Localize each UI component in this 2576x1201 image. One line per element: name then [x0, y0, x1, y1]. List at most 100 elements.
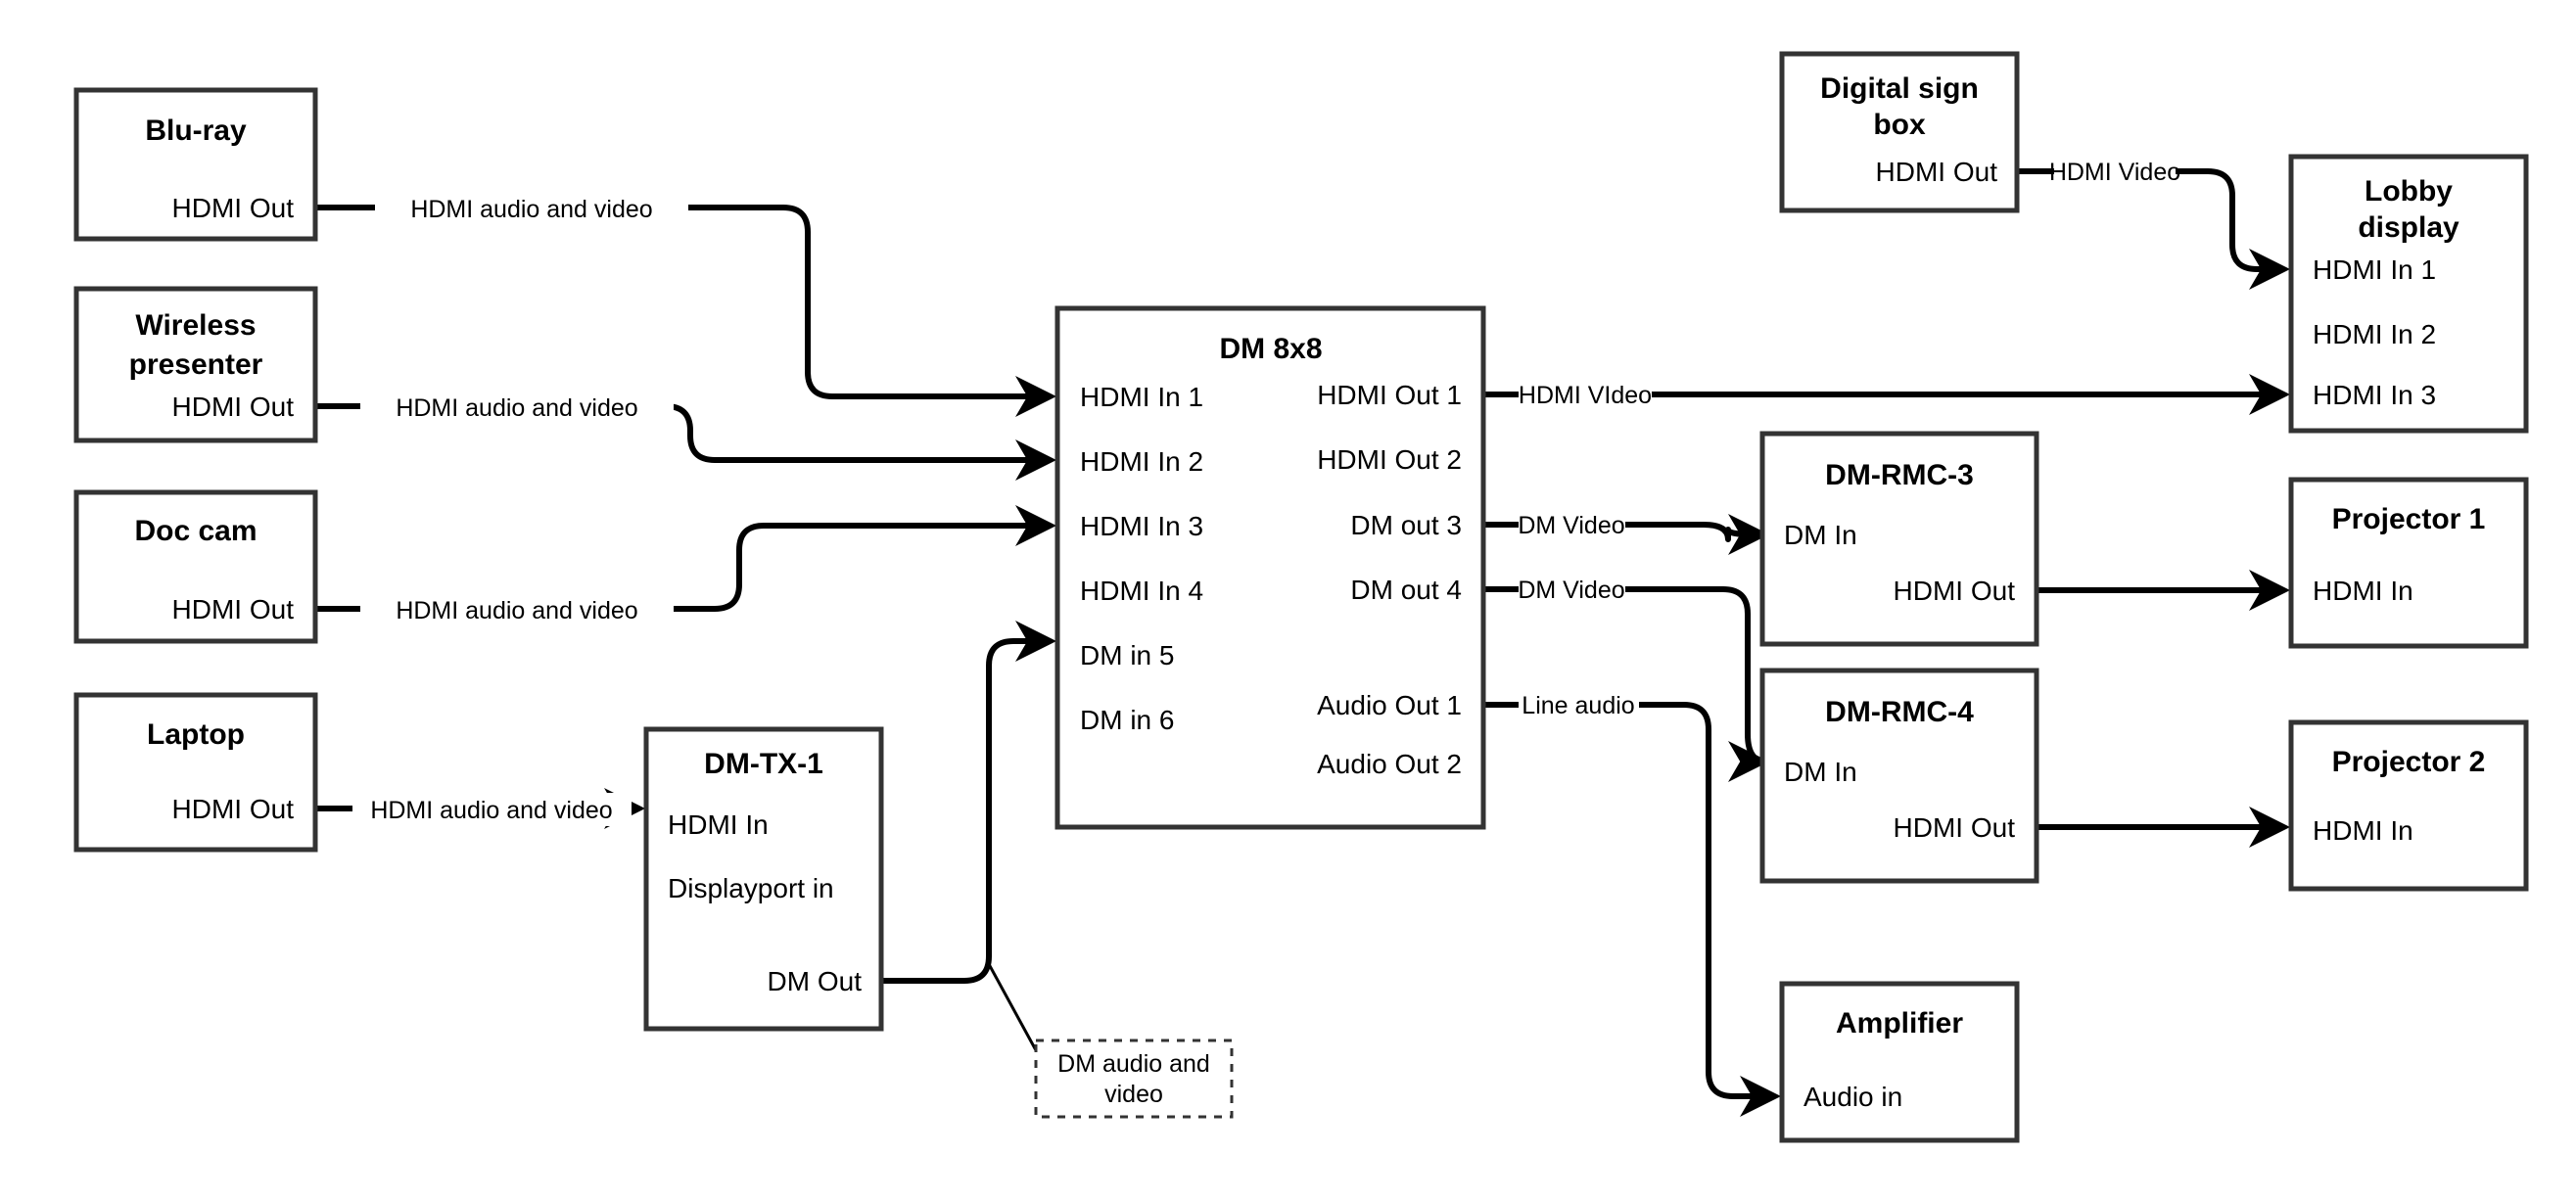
- dm-8x8-port-dm-in-6: DM in 6: [1080, 705, 1174, 735]
- edge-label-dmout4: DM Video: [1518, 574, 1625, 605]
- blu-ray-title: Blu-ray: [145, 115, 247, 147]
- edge-label-dmout1-text: HDMI VIdeo: [1519, 382, 1652, 409]
- dm-rmc-4-box[interactable]: [1759, 668, 2039, 884]
- lobby-display-box[interactable]: [2288, 154, 2529, 434]
- wireless-presenter-box[interactable]: [73, 286, 318, 443]
- note-box: [1034, 1039, 1234, 1119]
- wire-dmout4-to-rmc4: [1483, 586, 1762, 762]
- edge-label-dmout3: DM Video: [1518, 509, 1625, 540]
- wireless-presenter-title-line2: presenter: [129, 348, 263, 381]
- dm-8x8-port-hdmi-in-1: HDMI In 1: [1080, 382, 1203, 412]
- dm-8x8-port-hdmi-in-2: HDMI In 2: [1080, 446, 1203, 477]
- note-line-1: DM audio and: [1057, 1050, 1210, 1078]
- edge-label-signbox: HDMI Video: [2049, 156, 2180, 187]
- dm-tx-1-title: DM-TX-1: [704, 748, 823, 780]
- edge-label-audioout1: Line audio: [1519, 689, 1639, 720]
- blu-ray-port-hdmi-out: HDMI Out: [172, 193, 295, 223]
- node-dm-8x8[interactable]: DM 8x8 HDMI In 1 HDMI In 2 HDMI In 3 HDM…: [1054, 305, 1486, 830]
- node-laptop[interactable]: Laptop HDMI Out: [73, 692, 318, 853]
- digital-sign-box-box[interactable]: [1779, 51, 2020, 213]
- dm-tx-1-box[interactable]: [643, 726, 884, 1032]
- dm-tx-1-port-displayport-in: Displayport in: [668, 873, 834, 903]
- dm-tx-1-port-hdmi-in: HDMI In: [668, 809, 769, 840]
- amplifier-box[interactable]: [1779, 981, 2020, 1143]
- node-dm-tx-1[interactable]: DM-TX-1 HDMI In Displayport in DM Out: [643, 726, 884, 1032]
- dm-8x8-title: DM 8x8: [1219, 333, 1322, 365]
- dm-8x8-port-hdmi-out-1: HDMI Out 1: [1317, 380, 1462, 410]
- dm-rmc-3-box[interactable]: [1759, 431, 2039, 647]
- dm-rmc-3-title: DM-RMC-3: [1825, 459, 1974, 491]
- node-dm-rmc-4[interactable]: DM-RMC-4 DM In HDMI Out: [1759, 668, 2039, 884]
- wireless-presenter-port-hdmi-out: HDMI Out: [172, 392, 295, 422]
- edge-label-dmout4-text: DM Video: [1518, 577, 1624, 604]
- projector-2-box[interactable]: [2288, 719, 2529, 892]
- projector-1-port-hdmi-in: HDMI In: [2313, 576, 2413, 606]
- dm-rmc-3-port-hdmi-out: HDMI Out: [1894, 576, 2016, 606]
- dm-8x8-port-hdmi-in-4: HDMI In 4: [1080, 576, 1203, 606]
- digital-sign-box-port-hdmi-out: HDMI Out: [1876, 157, 1998, 187]
- node-projector-2[interactable]: Projector 2 HDMI In: [2288, 719, 2529, 892]
- doc-cam-box[interactable]: [73, 489, 318, 644]
- edge-label-signbox-text: HDMI Video: [2049, 159, 2180, 186]
- dm-rmc-4-port-hdmi-out: HDMI Out: [1894, 812, 2016, 843]
- dm-8x8-port-dm-in-5: DM in 5: [1080, 640, 1174, 670]
- dm-8x8-port-dm-out-4: DM out 4: [1350, 575, 1462, 605]
- node-doc-cam[interactable]: Doc cam HDMI Out: [73, 489, 318, 644]
- lobby-display-port-hdmi-in-1: HDMI In 1: [2313, 254, 2436, 285]
- doc-cam-title: Doc cam: [134, 515, 257, 547]
- node-digital-sign-box[interactable]: Digital sign box HDMI Out: [1779, 51, 2020, 213]
- dm-8x8-box[interactable]: [1054, 305, 1486, 830]
- node-amplifier[interactable]: Amplifier Audio in: [1779, 981, 2020, 1143]
- lobby-display-port-hdmi-in-2: HDMI In 2: [2313, 319, 2436, 349]
- blu-ray-box[interactable]: [73, 87, 318, 242]
- dm-8x8-port-audio-out-2: Audio Out 2: [1317, 749, 1462, 779]
- wire-dmtx1-to-dm8x8: [881, 621, 1056, 984]
- dm-8x8-port-hdmi-out-2: HDMI Out 2: [1317, 444, 1462, 475]
- node-lobby-display[interactable]: Lobby display HDMI In 1 HDMI In 2 HDMI I…: [2288, 154, 2529, 434]
- dm-8x8-port-dm-out-3: DM out 3: [1350, 510, 1462, 540]
- wire-signbox-to-lobby: [2017, 168, 2283, 269]
- dm-8x8-port-audio-out-1: Audio Out 1: [1317, 690, 1462, 720]
- wire-bluray-to-dm8x8: [315, 205, 1056, 417]
- projector-2-title: Projector 2: [2332, 746, 2486, 778]
- dm-rmc-3-port-dm-in: DM In: [1784, 520, 1857, 550]
- wire-audioout1-to-amplifier: [1483, 702, 1774, 1096]
- node-projector-1[interactable]: Projector 1 HDMI In: [2288, 477, 2529, 649]
- dm-rmc-4-title: DM-RMC-4: [1825, 696, 1974, 728]
- edge-label-wireless: HDMI audio and video: [360, 391, 674, 424]
- edge-label-laptop-text: HDMI audio and video: [370, 797, 612, 824]
- edge-label-doccam-text: HDMI audio and video: [396, 597, 637, 624]
- edge-label-doccam: HDMI audio and video: [360, 593, 674, 626]
- dm-tx-1-port-dm-out: DM Out: [768, 966, 863, 996]
- wireless-presenter-title-line1: Wireless: [135, 309, 256, 342]
- digital-sign-box-title-line1: Digital sign: [1820, 72, 1979, 105]
- edge-label-bluray-text: HDMI audio and video: [410, 196, 652, 223]
- amplifier-title: Amplifier: [1836, 1007, 1963, 1039]
- note-line-2: video: [1104, 1081, 1163, 1108]
- dm-rmc-4-port-dm-in: DM In: [1784, 757, 1857, 787]
- laptop-box[interactable]: [73, 692, 318, 853]
- projector-1-box[interactable]: [2288, 477, 2529, 649]
- lobby-display-title-line1: Lobby: [2365, 175, 2453, 208]
- node-dm-rmc-3[interactable]: DM-RMC-3 DM In HDMI Out: [1759, 431, 2039, 647]
- edge-label-laptop: HDMI audio and video: [352, 793, 632, 826]
- edge-label-bluray: HDMI audio and video: [375, 192, 688, 225]
- lobby-display-port-hdmi-in-3: HDMI In 3: [2313, 380, 2436, 410]
- note-dm-audio-and-video: DM audio and video: [1034, 1039, 1234, 1119]
- edge-label-audioout1-text: Line audio: [1522, 692, 1634, 719]
- laptop-port-hdmi-out: HDMI Out: [172, 794, 295, 824]
- doc-cam-port-hdmi-out: HDMI Out: [172, 594, 295, 624]
- node-blu-ray[interactable]: Blu-ray HDMI Out: [73, 87, 318, 242]
- wire-dmout3-to-rmc3: [1483, 525, 1762, 539]
- node-wireless-presenter[interactable]: Wireless presenter HDMI Out: [73, 286, 318, 443]
- edge-label-wireless-text: HDMI audio and video: [396, 394, 637, 422]
- laptop-title: Laptop: [147, 718, 245, 751]
- dm-8x8-port-hdmi-in-3: HDMI In 3: [1080, 511, 1203, 541]
- digital-sign-box-title-line2: box: [1873, 109, 1926, 141]
- note-leader-line: [987, 963, 1038, 1051]
- edge-label-dmout3-text: DM Video: [1518, 512, 1624, 539]
- projector-2-port-hdmi-in: HDMI In: [2313, 815, 2413, 846]
- amplifier-port-audio-in: Audio in: [1803, 1082, 1902, 1112]
